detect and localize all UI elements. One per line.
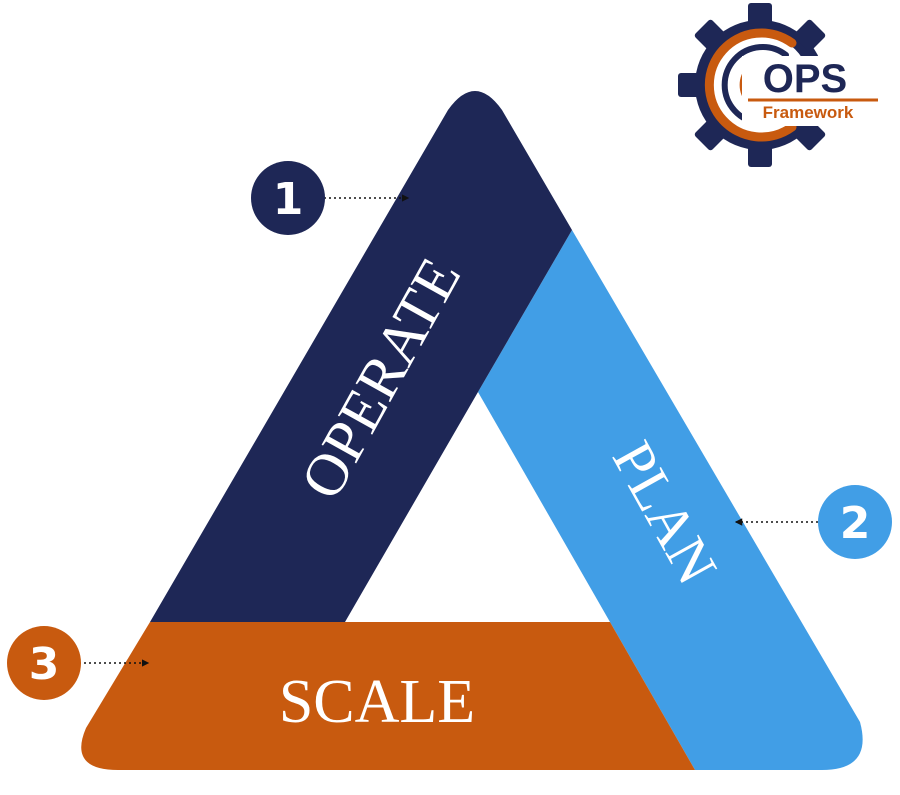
number-3: 3 [29,639,60,690]
number-badge-2 [818,485,892,559]
number-badge-3 [7,626,81,700]
logo-text-main: OPS [763,57,847,101]
callout-1: 1 [251,161,410,235]
number-badge-1 [251,161,325,235]
number-2: 2 [840,498,871,549]
plan-segment [478,230,863,770]
ops-framework-logo: OPS Framework [678,3,878,167]
callout-3: 3 [7,626,150,700]
triangle: OPERATE PLAN SCALE [81,91,863,770]
operate-segment [150,91,572,622]
number-1: 1 [273,174,304,225]
scale-label: SCALE [279,668,475,736]
callout-2: 2 [734,485,892,559]
logo-text-sub: Framework [763,103,854,122]
scale-segment [81,622,695,770]
